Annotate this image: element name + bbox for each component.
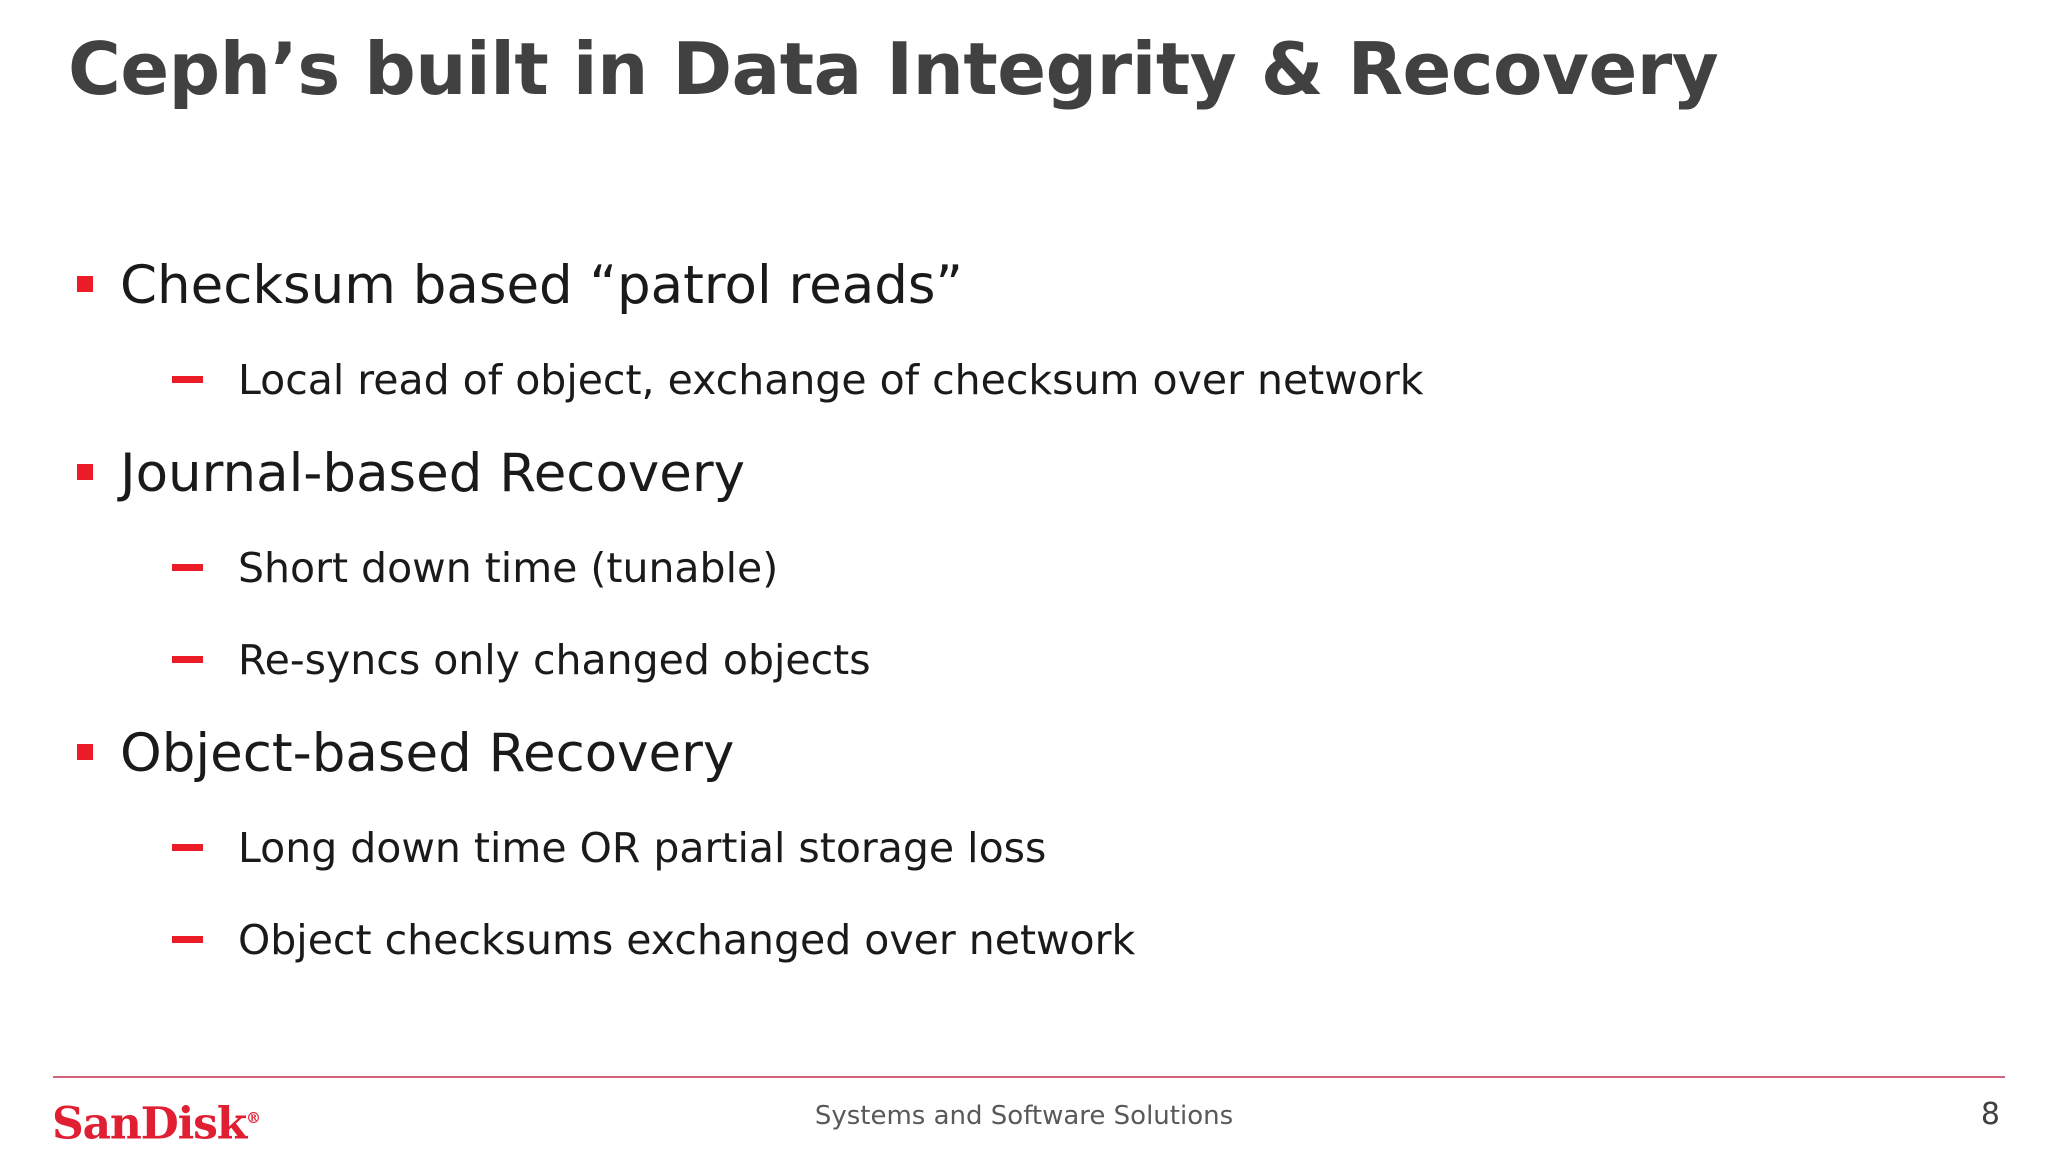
- bullet-item: Journal-based Recovery: [0, 426, 2048, 522]
- footer-tagline: Systems and Software Solutions: [814, 1101, 1234, 1131]
- bullet-text: Journal-based Recovery: [120, 443, 746, 504]
- sandisk-logo: SanDisk®: [52, 1093, 261, 1150]
- red-dash-bullet-icon: [172, 936, 203, 943]
- bullet-item: Object-based Recovery: [0, 706, 2048, 802]
- page-title: Ceph’s built in Data Integrity & Recover…: [68, 27, 1719, 111]
- bullet-item: Long down time OR partial storage loss: [0, 802, 2048, 894]
- bullet-text: Checksum based “patrol reads”: [120, 255, 963, 316]
- bullet-item: Short down time (tunable): [0, 522, 2048, 614]
- red-square-bullet-icon: [77, 744, 93, 760]
- red-square-bullet-icon: [77, 276, 93, 292]
- registered-trademark-icon: ®: [246, 1109, 262, 1127]
- red-dash-bullet-icon: [172, 656, 203, 663]
- bullet-text: Object-based Recovery: [120, 723, 735, 784]
- red-dash-bullet-icon: [172, 844, 203, 851]
- bullet-text: Re-syncs only changed objects: [238, 636, 871, 684]
- red-dash-bullet-icon: [172, 376, 203, 383]
- bullet-item: Re-syncs only changed objects: [0, 614, 2048, 706]
- red-square-bullet-icon: [77, 464, 93, 480]
- bullet-list: Checksum based “patrol reads” Local read …: [0, 238, 2048, 986]
- bullet-item: Object checksums exchanged over network: [0, 894, 2048, 986]
- bullet-text: Short down time (tunable): [238, 544, 779, 592]
- bullet-text: Object checksums exchanged over network: [238, 916, 1136, 964]
- slide-page-number: 8: [1980, 1097, 2000, 1132]
- sandisk-logo-text: SanDisk: [52, 1098, 247, 1150]
- bullet-item: Checksum based “patrol reads”: [0, 238, 2048, 334]
- bullet-text: Long down time OR partial storage loss: [238, 824, 1047, 872]
- red-dash-bullet-icon: [172, 564, 203, 571]
- bullet-text: Local read of object, exchange of checks…: [238, 356, 1424, 404]
- bullet-item: Local read of object, exchange of checks…: [0, 334, 2048, 426]
- footer-divider: [53, 1076, 2005, 1078]
